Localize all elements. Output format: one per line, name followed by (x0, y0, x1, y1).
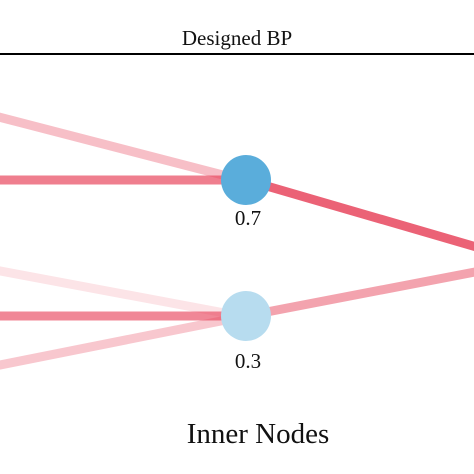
bottom-node-value-label: 0.3 (234, 349, 262, 373)
header-title: Designed BP (181, 26, 293, 50)
top-inner-node (221, 155, 271, 205)
edge-lower-to-bottom-node (0, 311, 247, 370)
edge-faint-to-bottom-node (0, 266, 247, 322)
edge-bottom-node-to-output (245, 267, 474, 321)
edge-top-node-to-output (244, 175, 474, 251)
top-node-value-label: 0.7 (234, 206, 262, 230)
caption: Inner Nodes (186, 418, 330, 450)
edge-upper-to-top-node (0, 112, 248, 186)
bottom-inner-node (221, 291, 271, 341)
